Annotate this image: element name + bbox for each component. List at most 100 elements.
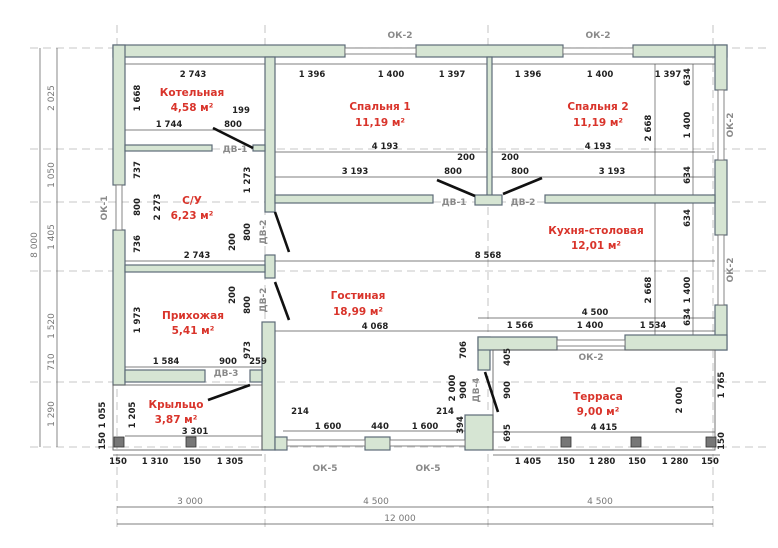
dimension-label: 1 744 xyxy=(156,120,183,130)
axis-dim: 1 405 xyxy=(47,224,57,250)
dimension-label: 8 568 xyxy=(475,251,502,261)
opening-label: ДВ-1 xyxy=(223,145,248,155)
column xyxy=(113,436,125,448)
axis-dim: 1 050 xyxy=(47,162,57,188)
dimension-label: 1 396 xyxy=(299,70,326,80)
column xyxy=(705,436,717,448)
dimension-label: 1 273 xyxy=(243,167,253,194)
dimension-label: 1 668 xyxy=(133,85,143,112)
dimension-label: 634 xyxy=(683,166,693,184)
dimension-label: 634 xyxy=(683,308,693,326)
room-name: Прихожая xyxy=(162,310,224,322)
dimension-label: 200 xyxy=(457,153,475,163)
room-area: 12,01 м² xyxy=(571,240,621,252)
room-name: С/У xyxy=(182,195,202,207)
dimension-label: 1 400 xyxy=(577,321,604,331)
dimension-label: 259 xyxy=(249,357,267,367)
dimension-label: 214 xyxy=(291,407,309,417)
room-area: 9,00 м² xyxy=(577,406,620,418)
dimension-label: 1 566 xyxy=(507,321,534,331)
dimension-label: 1 205 xyxy=(128,402,138,429)
dimension-label: 3 193 xyxy=(599,167,626,177)
window-ok5 xyxy=(389,439,466,447)
axis-dim: 1 520 xyxy=(47,313,57,339)
room-area: 5,41 м² xyxy=(172,325,215,337)
dimension-label: 1 973 xyxy=(133,307,143,334)
opening-label: ДВ-2 xyxy=(259,220,269,245)
dimension-label: 1 055 xyxy=(98,402,108,429)
dimension-label: 150 xyxy=(183,457,201,467)
dimension-label: 214 xyxy=(436,407,454,417)
dimension-label: 2 668 xyxy=(644,277,654,304)
dimension-label: 737 xyxy=(133,161,143,179)
opening-label: ОК-2 xyxy=(585,31,610,41)
dimension-label: 2 000 xyxy=(675,387,685,414)
opening-label: ОК-1 xyxy=(100,195,110,220)
dimension-label: 200 xyxy=(501,153,519,163)
dimension-label: 1 305 xyxy=(217,457,244,467)
dimension-label: 1 400 xyxy=(378,70,405,80)
dimension-label: 150 xyxy=(701,457,719,467)
room-name: Гостиная xyxy=(331,290,386,302)
dimension-label: 1 400 xyxy=(587,70,614,80)
dimension-label: 150 xyxy=(717,432,727,450)
column xyxy=(185,436,197,448)
dimension-label: 150 xyxy=(98,432,108,450)
axis-dim: 2 025 xyxy=(47,85,57,111)
dimension-label: 973 xyxy=(243,341,253,359)
dimension-label: 1 405 xyxy=(515,457,542,467)
dimension-label: 736 xyxy=(133,235,143,253)
dimension-label: 440 xyxy=(371,422,389,432)
opening-label: ОК-2 xyxy=(387,31,412,41)
dimension-label: 1 396 xyxy=(515,70,542,80)
column xyxy=(630,436,642,448)
dimension-label: 394 xyxy=(456,416,466,434)
room-name: Спальня 2 xyxy=(567,101,628,113)
dimension-label: 1 600 xyxy=(412,422,439,432)
dimension-label: 1 600 xyxy=(315,422,342,432)
dimension-label: 900 xyxy=(219,357,237,367)
column xyxy=(560,436,572,448)
opening-label: ОК-2 xyxy=(726,112,736,137)
dimension-label: 1 765 xyxy=(717,372,727,399)
dimension-label: 150 xyxy=(109,457,127,467)
dimension-label: 634 xyxy=(683,209,693,227)
dimension-label: 800 xyxy=(243,296,253,314)
dimension-label: 200 xyxy=(228,286,238,304)
dimension-label: 800 xyxy=(444,167,462,177)
dimension-label: 1 280 xyxy=(662,457,689,467)
opening-label: ДВ-1 xyxy=(442,198,467,208)
window-ok2 xyxy=(717,234,725,306)
room-area: 4,58 м² xyxy=(171,102,214,114)
dimension-label: 1 400 xyxy=(683,277,693,304)
room-name: Кухня-столовая xyxy=(548,225,643,237)
dimension-label: 4 068 xyxy=(362,322,389,332)
dimension-label: 1 400 xyxy=(683,112,693,139)
opening-label: ОК-5 xyxy=(312,464,337,474)
dimension-label: 4 415 xyxy=(591,423,618,433)
dimension-label: 800 xyxy=(133,198,143,216)
dimension-label: 199 xyxy=(232,106,250,116)
window-ok2 xyxy=(556,339,626,347)
room-area: 11,19 м² xyxy=(573,117,623,129)
room-name: Спальня 1 xyxy=(349,101,410,113)
opening-label: ОК-2 xyxy=(726,257,736,282)
axis-dimension-lines xyxy=(39,48,720,525)
dimension-label: 800 xyxy=(511,167,529,177)
opening-label: ДВ-3 xyxy=(214,369,239,379)
room-area: 11,19 м² xyxy=(355,117,405,129)
window-ok5 xyxy=(286,439,366,447)
dimension-label: 900 xyxy=(503,381,513,399)
dimension-label: 4 193 xyxy=(372,142,399,152)
window-ok1 xyxy=(115,184,123,231)
dimension-label: 2 743 xyxy=(180,70,207,80)
dimension-label: 800 xyxy=(224,120,242,130)
room-area: 18,99 м² xyxy=(333,306,383,318)
axis-dim: 4 500 xyxy=(587,497,613,507)
axis-dimensions: 8 000 2 025 1 050 1 405 1 520 710 1 290 … xyxy=(30,85,613,524)
opening-labels: ОК-2 ОК-2 ОК-2 ОК-2 ОК-1 ОК-2 ОК-5 ОК-5 … xyxy=(100,31,736,474)
window-ok2 xyxy=(562,47,634,55)
dimension-label: 2 000 xyxy=(448,375,458,402)
